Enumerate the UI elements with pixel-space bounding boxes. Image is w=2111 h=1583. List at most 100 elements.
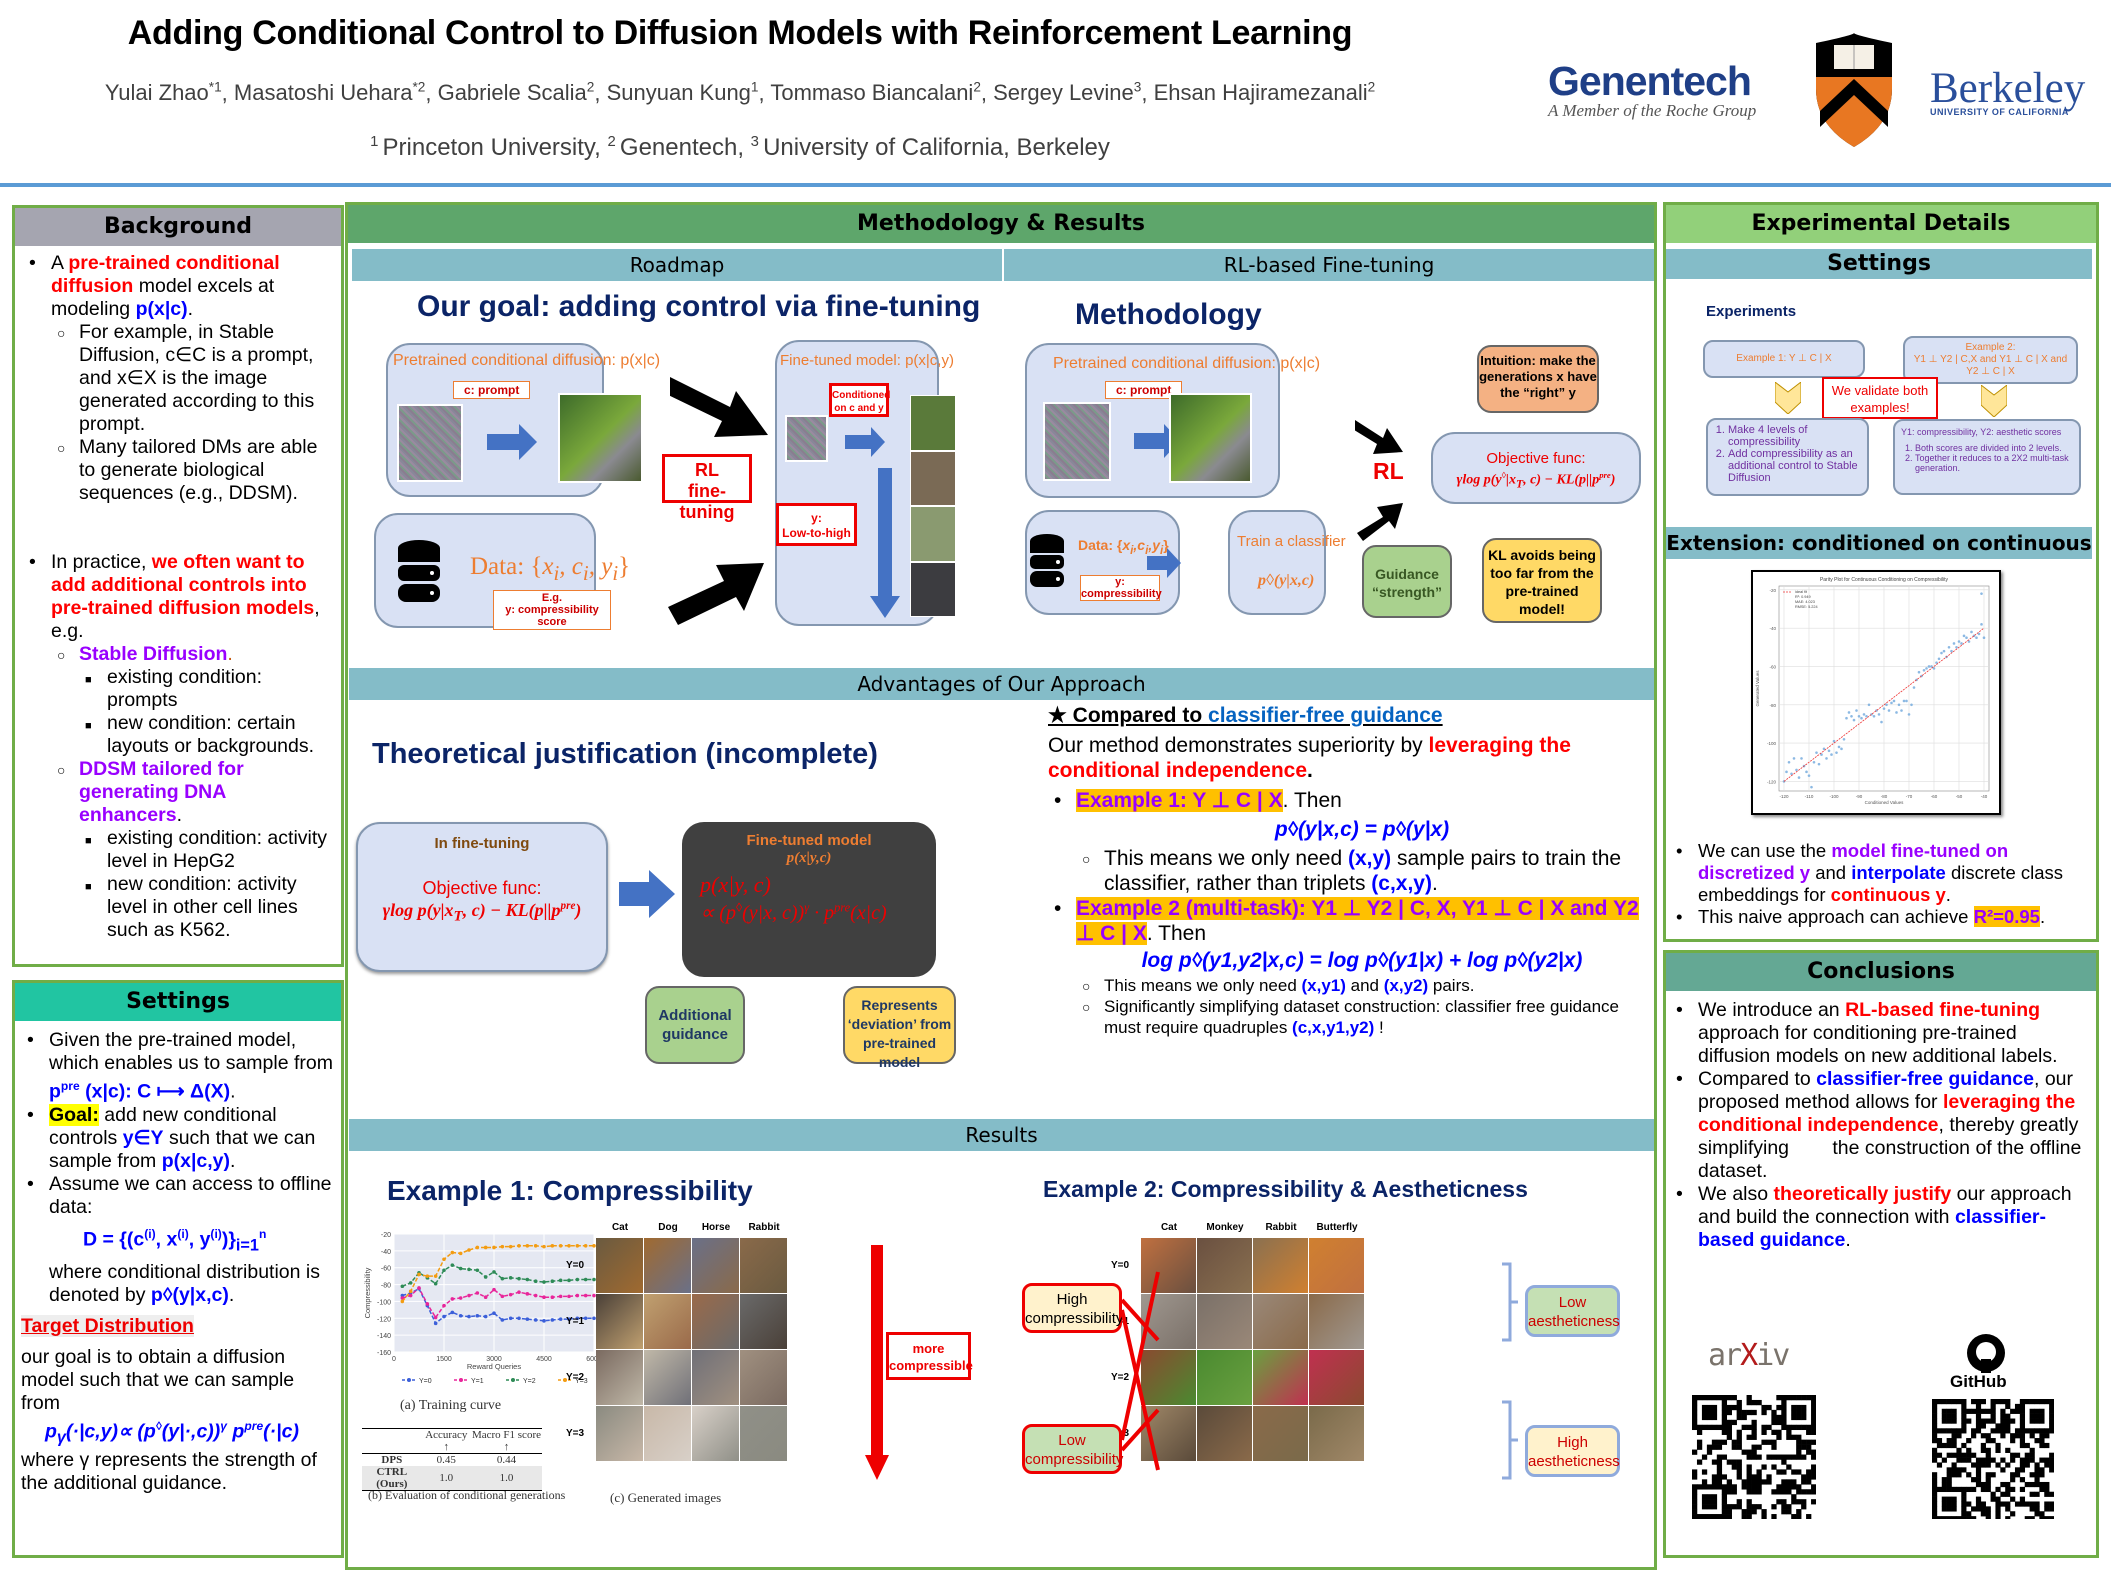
deviation-callout: Represents ‘deviation’ from pre-trained … [843,986,956,1070]
grid-row-label: Y=2 [566,1372,585,1383]
images-caption: (c) Generated images [610,1490,722,1505]
scatter-point [1797,776,1801,779]
grid-row-label: Y=2 [1111,1372,1130,1383]
y-tick-label: -140 [377,1333,391,1340]
github-qr-code[interactable] [1932,1399,2055,1522]
advantages-text: ★ Compared to classifier-free guidance O… [1048,703,1648,1038]
princeton-shield-icon [1816,33,1892,147]
x-tick-label: 3000 [486,1356,502,1363]
data-point [458,1296,463,1300]
data-point [517,1290,521,1294]
author-list: Yulai Zhao*1, Masatoshi Uehara*2, Gabrie… [104,80,1376,106]
scatter-point [1982,636,1986,640]
arxiv-qr-code[interactable] [1692,1395,1817,1520]
grid-row-label: Y=3 [566,1428,585,1439]
x-tick-label: 0 [392,1356,396,1363]
ddsm-existing: existing condition: activity level in He… [79,827,333,873]
proportional-line-1: p(x|y, c) [700,872,771,897]
data-point [450,1297,455,1301]
settings-point-1: Given the pre-trained model, which enabl… [21,1029,335,1104]
big-arrow-icon [670,377,768,437]
grid-column-label: Horse [701,1222,731,1233]
y-tick-label: -120 [1767,779,1777,784]
data-point [492,1245,496,1250]
scatter-point [1942,649,1946,653]
database-icon [1030,534,1064,587]
generated-image [1309,1350,1364,1405]
scatter-point [1855,709,1858,712]
data-point [592,1244,596,1248]
arxiv-logo[interactable]: arXiv [1708,1338,1790,1373]
data-point [550,1244,555,1248]
ddsm-new: new condition: activity level in other c… [79,873,333,942]
data-point [533,1318,538,1322]
data-point [575,1293,580,1298]
exp-example-2-box: Example 2:Y1 ⊥ Y2 | C,X and Y1 ⊥ C | X a… [1903,336,2078,384]
generated-image [1309,1294,1364,1349]
data-point [400,1299,405,1304]
scatter-point [1967,640,1971,643]
x-tick-label: -100 [1829,794,1839,799]
generated-image [1309,1238,1364,1293]
scatter-point [1790,772,1793,776]
github-icon[interactable] [1966,1333,2006,1373]
grid-column-label: Monkey [1206,1222,1244,1233]
scatter-point [1930,665,1933,668]
scatter-point [1842,737,1846,741]
scatter-point [1840,747,1843,751]
data-point [567,1244,571,1248]
generated-image [1141,1238,1196,1293]
rl-data-label: Data: {xi,ci,yi} [1078,537,1169,557]
roadmap-heading: Our goal: adding control via fine-tuning [417,290,981,323]
background-sd: Stable Diffusion. existing condition: pr… [51,643,333,758]
finetuned-model-label: Fine-tuned model [746,832,872,849]
data-point [583,1277,588,1282]
scatter-point [1822,747,1826,751]
rl-pretrained-label: Pretrained conditional diffusion: p(x|c) [1053,355,1321,372]
chart-title: Parity Plot for Continuous Conditioning … [1820,577,1949,583]
x-tick-label: 1500 [436,1356,452,1363]
generated-image [1197,1238,1252,1293]
example-2-item: Example 2 (multi-task): Y1 ⊥ Y2 | C, X, … [1048,896,1648,1038]
generated-image [644,1294,691,1349]
affiliations: 1 Princeton University, 2 Genentech, 3 U… [370,134,1110,161]
generated-image [740,1294,787,1349]
data-point [483,1275,488,1279]
data-point [575,1316,580,1321]
scatter-point [1807,774,1811,777]
author: Ehsan Hajiramezanali2 [1153,80,1376,106]
scatter-point [1917,670,1921,674]
data-point [583,1316,588,1321]
data-point [508,1316,513,1321]
y-tick-label: -120 [377,1316,391,1323]
roadmap-finetuned-label: Fine-tuned model: p(x|c,y) [780,352,954,369]
data-point [500,1318,505,1322]
legend-label: Y=2 [523,1378,536,1385]
scatter-point [1950,649,1953,653]
y-tick-label: -40 [381,1249,391,1256]
objective-formula: γlog p(y◊|xT, c) − KL(p||ppre) [1456,470,1616,491]
scatter-point [1885,703,1888,707]
intuition-callout: Intuition: make the generations x have t… [1477,345,1599,413]
scatter-point [1867,703,1871,707]
scatter-point [1865,714,1868,718]
scatter-point [1952,642,1956,645]
extension-text: We can use the model fine-tuned on discr… [1670,840,2096,928]
scatter-point [1830,753,1833,756]
author: Yulai Zhao*1 [104,80,222,106]
affiliation: 3 University of California, Berkeley [750,134,1110,161]
generated-image [1253,1238,1308,1293]
y-tick-label: -100 [377,1299,391,1306]
scatter-point [1785,770,1788,774]
sd-new: new condition: certain layouts or backgr… [79,712,333,758]
classifier-free-guidance-link[interactable]: classifier-free guidance [1208,704,1443,727]
cat-photo [558,393,643,483]
noise-image-small [785,415,828,462]
data-point [442,1303,446,1308]
y-tick-label: -60 [381,1266,391,1273]
settings-point-3: Assume we can access to offline data: D … [21,1173,335,1307]
data-point [542,1295,546,1300]
scatter-point [1955,646,1958,649]
data-point [408,1293,413,1298]
